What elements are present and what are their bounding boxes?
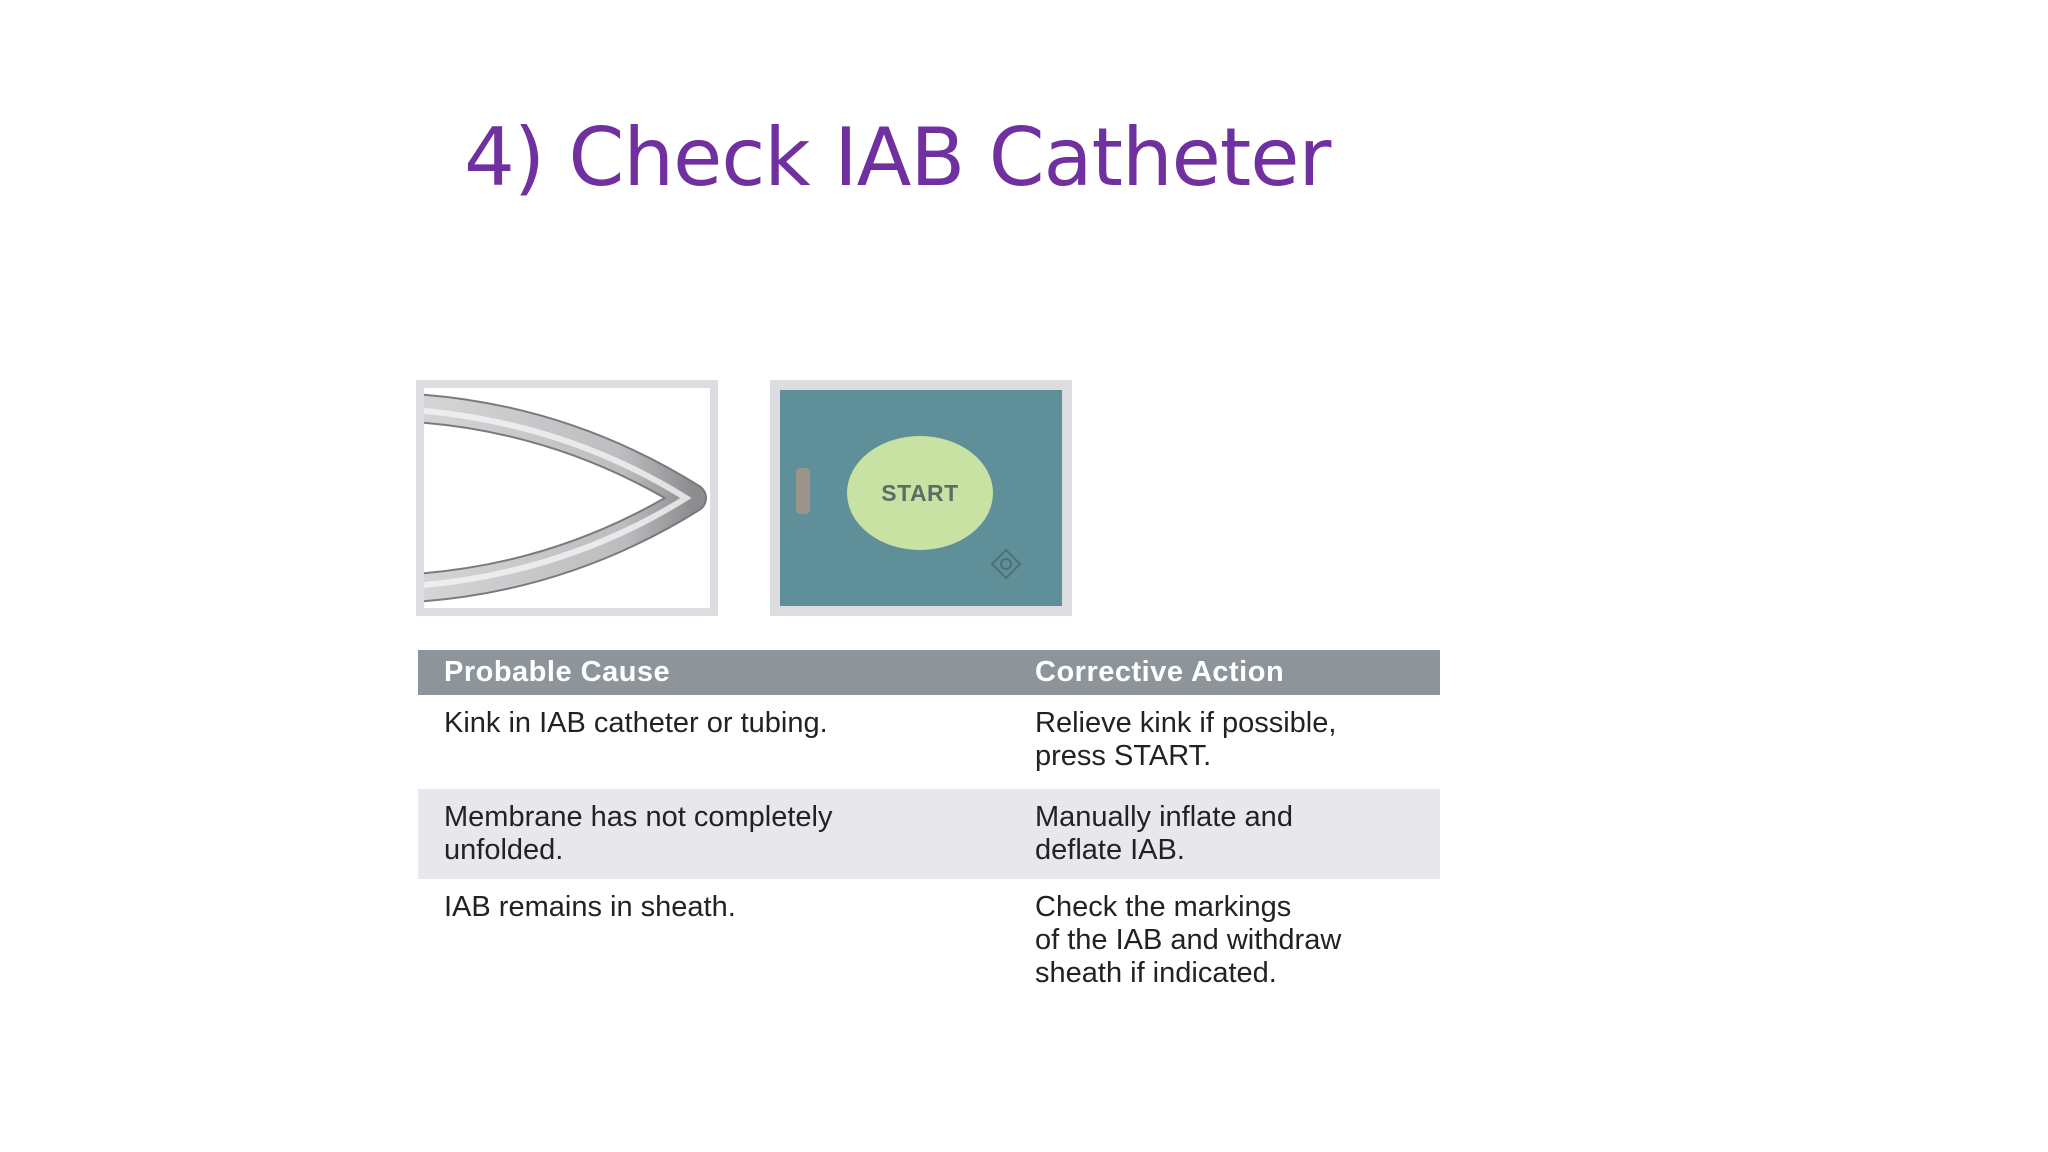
header-corrective-action: Corrective Action bbox=[1009, 650, 1440, 695]
header-probable-cause: Probable Cause bbox=[418, 650, 1009, 695]
troubleshooting-table: Probable Cause Corrective Action Kink in… bbox=[418, 650, 1440, 1005]
side-tab bbox=[796, 468, 810, 514]
cause-cell: IAB remains in sheath. bbox=[444, 891, 736, 923]
table-row: Membrane has not completely unfolded. Ma… bbox=[418, 789, 1440, 879]
catheter-illustration bbox=[416, 380, 718, 616]
start-button-graphic: START bbox=[847, 436, 993, 550]
table-row: Kink in IAB catheter or tubing. Relieve … bbox=[418, 695, 1440, 789]
cause-cell: Kink in IAB catheter or tubing. bbox=[444, 707, 828, 739]
start-panel-illustration: START bbox=[770, 380, 1072, 616]
action-cell: Manually inflate and deflate IAB. bbox=[1009, 789, 1440, 879]
action-cell: Relieve kink if possible, press START. bbox=[1035, 707, 1337, 772]
slide-title: 4) Check IAB Catheter bbox=[464, 111, 1331, 204]
table-header-row: Probable Cause Corrective Action bbox=[418, 650, 1440, 695]
action-cell: Check the markings of the IAB and withdr… bbox=[1035, 891, 1342, 989]
cause-cell: Membrane has not completely unfolded. bbox=[418, 789, 1009, 879]
diamond-icon bbox=[990, 548, 1022, 580]
table-row: IAB remains in sheath. Check the marking… bbox=[418, 879, 1440, 1005]
kinked-catheter-icon bbox=[424, 393, 707, 603]
